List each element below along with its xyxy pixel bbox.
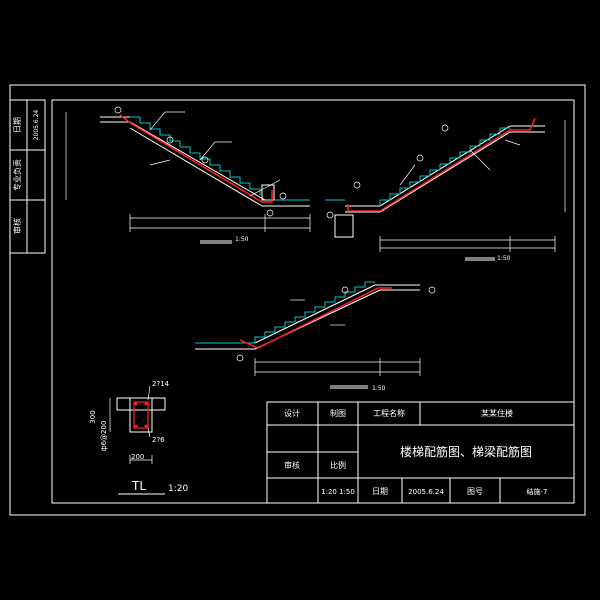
beam-height: 300 [89,410,97,423]
view-1-scale: 1:50 [235,236,249,243]
title-block: 设计 制图 工程名称 某某住楼 审核 比例 楼梯配筋图、梯梁配筋图 1:20 1… [266,401,575,504]
beam-bottom-bar: 2?6 [152,436,165,444]
stair-section-1: 1:50 [65,106,311,244]
steps-2 [379,127,510,206]
outer-frame [9,84,586,516]
tb-design-label: 设计 [284,408,300,418]
rebar-1 [119,114,273,203]
tb-drawing-title: 楼梯配筋图、梯梁配筋图 [400,444,532,459]
tb-project-label: 工程名称 [373,408,405,418]
strip-label-3: 审核 [12,218,22,234]
strip-label-1: 日期 [13,117,22,133]
strip-value-1: 2005.6.24 [33,110,40,141]
tb-project-value: 某某住楼 [481,408,513,418]
tb-scale-value: 1:20 1:50 [321,488,355,496]
stair-section-3: 1:50 [195,281,436,392]
left-title-strip: 日期 2005.6.24 专业负责 审核 [9,99,46,254]
steps-3 [254,281,375,343]
rebar-3 [239,287,392,349]
view-2-scale: 1:50 [497,255,511,262]
tb-check-label: 审核 [284,460,300,470]
inner-frame [51,99,575,504]
beam-scale: 1:20 [168,484,188,494]
beam-width: 200 [131,453,144,461]
rebar-2 [347,117,536,212]
tb-date-label: 日期 [372,487,388,496]
tb-date-value: 2005.6.24 [408,488,444,496]
tb-sheet-label: 图号 [467,487,483,496]
tb-draw-label: 制图 [330,408,346,418]
view-3-scale: 1:50 [372,385,386,392]
steps-1 [130,116,261,195]
strip-label-2: 专业负责 [12,159,22,191]
tb-sheet-value: 结施-7 [527,487,548,496]
beam-name: TL [131,479,146,493]
tb-scale-label: 比例 [330,460,346,470]
beam-stirrup: ф6@200 [100,421,108,452]
beam-section [129,397,153,433]
stair-section-2: 1:50 [325,117,566,262]
beam-top-bar: 2?14 [152,380,170,388]
beam-detail: 2?14 2?6 300 ф6@200 200 TL 1:20 [89,380,188,495]
